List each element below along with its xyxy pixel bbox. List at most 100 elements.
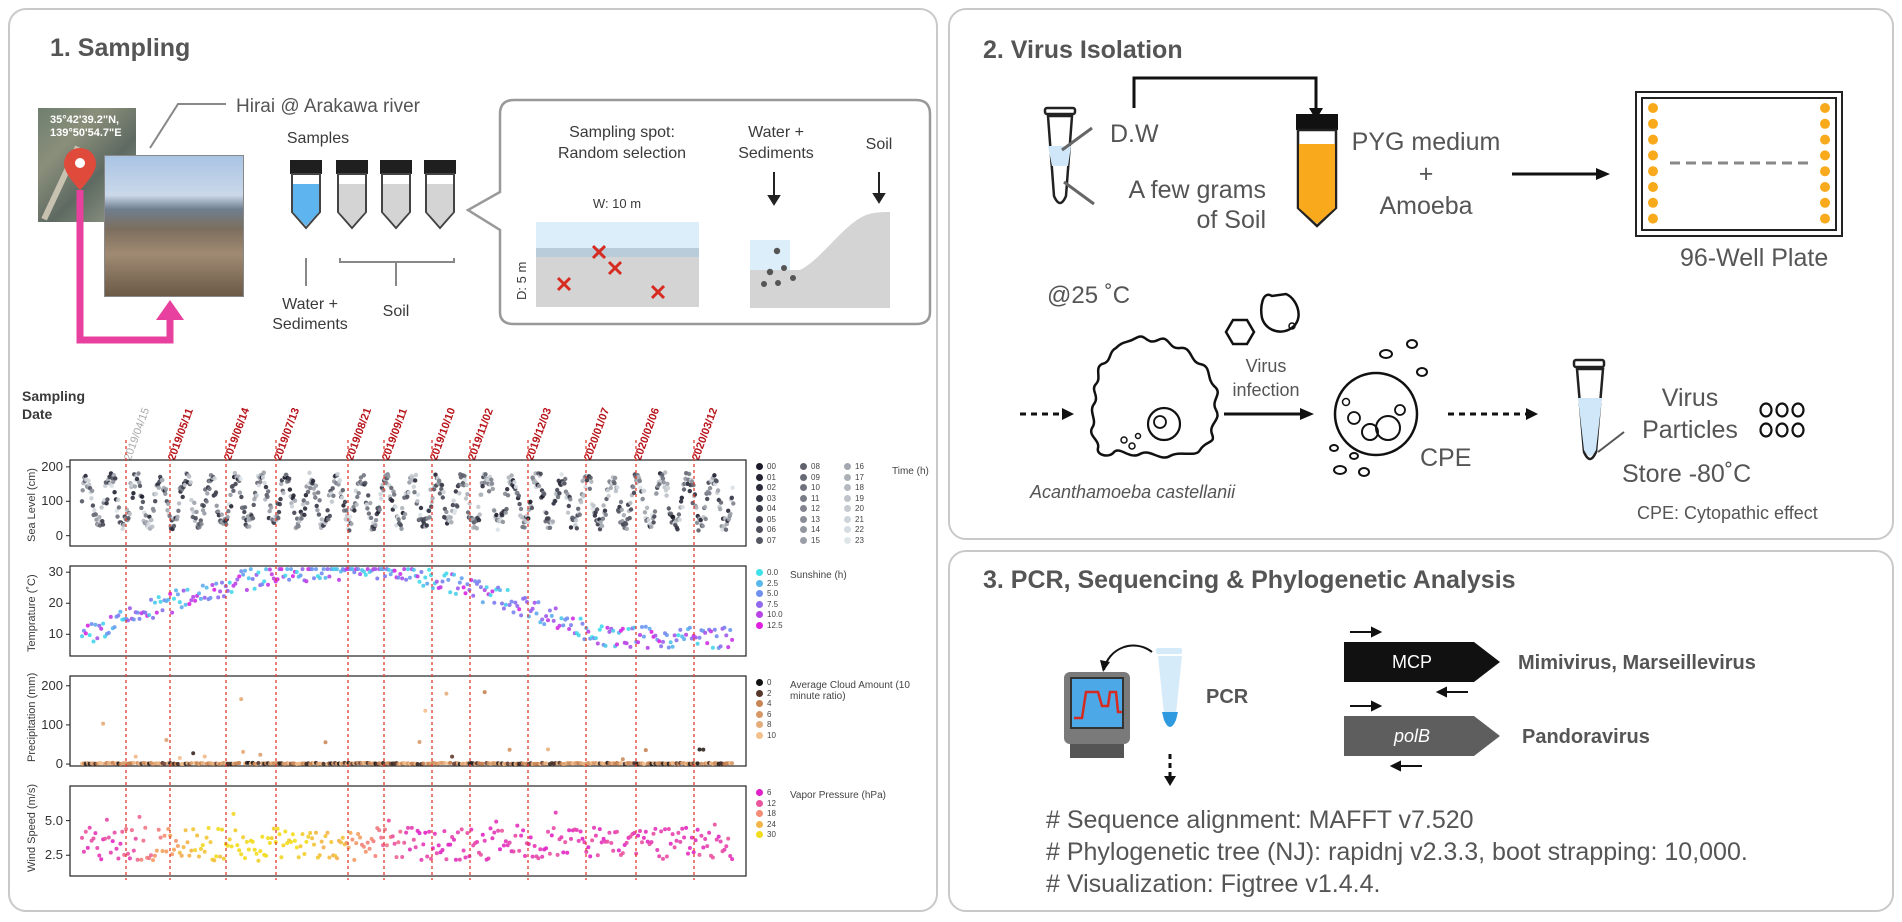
ytick-label-0-2: 0 xyxy=(55,527,63,543)
data-point xyxy=(668,841,673,846)
data-point xyxy=(664,854,669,859)
data-point xyxy=(373,522,378,528)
data-point xyxy=(507,603,512,607)
data-point xyxy=(80,634,84,639)
data-point xyxy=(513,600,518,605)
data-point xyxy=(316,490,321,495)
water-sediments-label-1: Water + xyxy=(282,296,338,313)
data-point xyxy=(682,637,687,642)
data-point xyxy=(277,502,282,507)
data-point xyxy=(182,482,188,488)
data-point xyxy=(694,505,699,510)
legend-swatch xyxy=(756,515,763,523)
data-point xyxy=(687,488,692,494)
data-point xyxy=(600,516,606,521)
temperature-label: @25 ˚C xyxy=(1047,282,1131,309)
data-point xyxy=(398,523,403,528)
data-point xyxy=(287,577,292,582)
data-point xyxy=(160,477,165,483)
data-point xyxy=(368,500,373,506)
plate-well-right-7 xyxy=(1820,213,1830,224)
data-point xyxy=(488,826,493,831)
data-point xyxy=(235,577,240,582)
legend-item-0-16: 16 xyxy=(844,462,864,471)
data-point xyxy=(507,747,512,752)
data-point xyxy=(116,856,121,861)
data-point xyxy=(461,848,466,853)
data-point xyxy=(137,616,142,621)
data-point xyxy=(492,830,497,835)
data-point xyxy=(544,761,549,766)
data-point xyxy=(517,848,522,853)
data-point xyxy=(411,837,416,842)
data-point xyxy=(631,490,637,495)
data-point xyxy=(246,847,251,852)
data-point xyxy=(574,526,579,531)
data-point xyxy=(455,586,460,591)
data-point xyxy=(638,633,642,637)
legend-swatch xyxy=(800,463,807,471)
data-point xyxy=(94,517,99,522)
data-point xyxy=(505,761,510,766)
data-point xyxy=(597,827,602,832)
data-point xyxy=(569,623,573,628)
data-point xyxy=(197,591,201,596)
data-point xyxy=(546,516,551,521)
data-point xyxy=(488,593,493,598)
data-point xyxy=(701,747,706,752)
plate-well-left-1 xyxy=(1648,118,1658,129)
data-point xyxy=(275,826,280,831)
data-point xyxy=(490,589,495,594)
data-point xyxy=(421,583,426,588)
data-point xyxy=(172,596,176,601)
legend-item-1-4: 10.0 xyxy=(756,610,783,619)
data-point xyxy=(183,828,188,833)
data-point xyxy=(112,625,117,630)
data-point xyxy=(136,471,141,476)
data-point xyxy=(576,506,581,511)
data-point xyxy=(377,507,382,512)
pandoravirus-label: Pandoravirus xyxy=(1522,726,1650,748)
data-point xyxy=(321,761,326,766)
data-point xyxy=(89,496,94,501)
data-point xyxy=(260,834,265,839)
data-point xyxy=(459,827,464,832)
data-point xyxy=(250,839,255,844)
data-point xyxy=(675,527,680,532)
data-point xyxy=(152,600,157,605)
legend-swatch xyxy=(756,789,763,797)
data-point xyxy=(511,610,516,615)
data-point xyxy=(665,481,670,486)
data-point xyxy=(93,622,98,627)
data-point xyxy=(718,839,723,844)
data-point xyxy=(141,838,146,843)
data-point xyxy=(307,470,312,475)
data-point xyxy=(229,844,234,849)
data-point xyxy=(418,505,424,511)
mcp-gene-label: MCP xyxy=(1392,652,1432,672)
data-point xyxy=(235,843,240,848)
data-point xyxy=(415,762,420,766)
data-point xyxy=(553,810,558,815)
data-point xyxy=(567,828,572,833)
microtube-icon xyxy=(1043,106,1095,206)
data-point xyxy=(538,620,543,625)
data-point xyxy=(239,697,244,702)
legend-swatch xyxy=(800,515,807,523)
data-point xyxy=(404,830,409,835)
data-point xyxy=(465,831,470,835)
legend-swatch xyxy=(756,799,763,807)
data-point xyxy=(350,567,355,572)
data-point xyxy=(439,486,444,492)
legend-swatch xyxy=(756,536,763,544)
data-point xyxy=(606,493,611,499)
legend-swatch xyxy=(756,600,763,608)
data-point xyxy=(463,477,468,483)
data-point xyxy=(712,822,717,827)
data-point xyxy=(681,487,687,492)
data-point xyxy=(461,585,466,590)
data-point xyxy=(655,848,660,852)
data-point xyxy=(289,504,295,509)
data-point xyxy=(672,845,677,850)
